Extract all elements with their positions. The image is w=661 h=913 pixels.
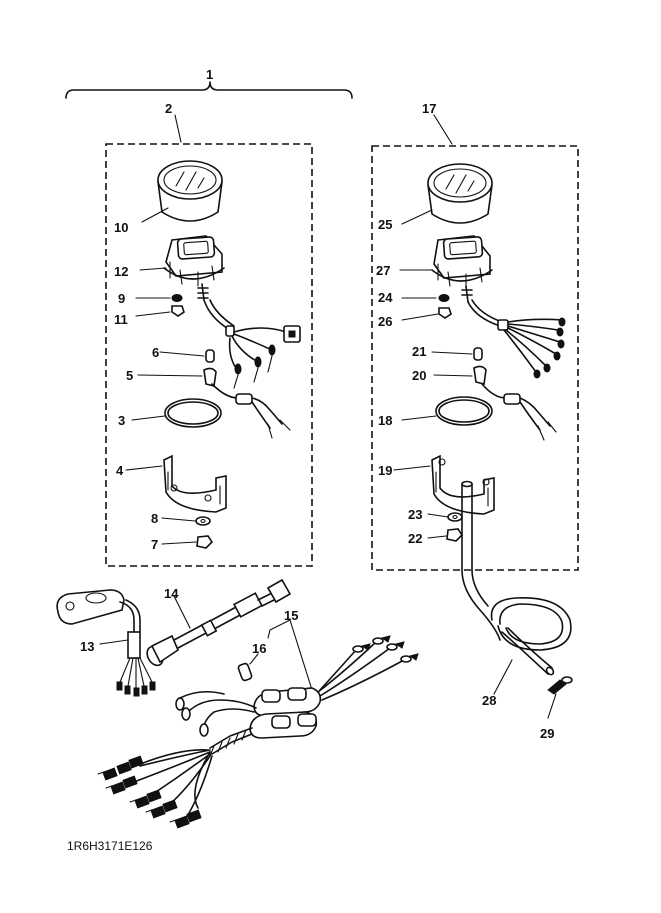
mount-bracket-right <box>393 454 495 515</box>
callout-18: 18 <box>378 413 392 428</box>
drawing-code: 1R6H3171E126 <box>67 839 153 853</box>
right-assembly-box <box>371 145 579 571</box>
switch-13 <box>56 589 156 697</box>
callout-1: 1 <box>206 67 213 82</box>
gauge-harness-left <box>203 299 301 389</box>
callout-16: 16 <box>252 641 266 656</box>
cap-right <box>431 347 483 361</box>
callout-14: 14 <box>164 586 179 601</box>
washer-lower-right <box>427 512 463 522</box>
sender-lead-left <box>137 367 291 439</box>
gauge-body-left <box>139 235 225 301</box>
callout-15: 15 <box>284 608 298 623</box>
callout-4: 4 <box>116 463 124 478</box>
callout-17: 17 <box>422 101 436 116</box>
callout-20: 20 <box>412 368 426 383</box>
mount-bracket-left <box>125 454 227 513</box>
nut-right <box>401 307 452 321</box>
washer-lower-left <box>161 516 211 526</box>
tube-28 <box>461 480 572 695</box>
nut-lower-right <box>427 528 464 542</box>
callout-7: 7 <box>151 537 158 552</box>
plug-16 <box>237 653 259 682</box>
callout-6: 6 <box>152 345 159 360</box>
callout-19: 19 <box>378 463 392 478</box>
callout-24: 24 <box>378 290 393 305</box>
assembly-bracket <box>65 81 353 99</box>
nut-lower-left <box>161 535 214 549</box>
washer-right <box>401 294 450 302</box>
callout-5: 5 <box>126 368 133 383</box>
callout-25: 25 <box>378 217 392 232</box>
callout-21: 21 <box>412 344 426 359</box>
gauge-harness-right <box>467 299 566 379</box>
callout-8: 8 <box>151 511 158 526</box>
gauge-cup-right <box>401 163 493 225</box>
sender-lead-right <box>433 365 557 441</box>
callout-27: 27 <box>376 263 390 278</box>
callout-2: 2 <box>165 101 172 116</box>
gauge-cup-left <box>141 160 223 223</box>
callout-11: 11 <box>114 312 128 327</box>
callout-9: 9 <box>118 291 125 306</box>
callout-10: 10 <box>114 220 128 235</box>
cap-left <box>159 349 215 363</box>
callout-28: 28 <box>482 693 496 708</box>
washer-left <box>135 294 183 302</box>
callout-23: 23 <box>408 507 422 522</box>
fitting-29 <box>547 676 573 719</box>
o-ring-left <box>131 398 222 428</box>
gauge-body-right <box>399 235 493 303</box>
callout-22: 22 <box>408 531 422 546</box>
callout-13: 13 <box>80 639 94 654</box>
main-harness-15 <box>97 619 419 829</box>
callout-29: 29 <box>540 726 554 741</box>
callout-3: 3 <box>118 413 125 428</box>
o-ring-right <box>401 396 493 426</box>
cable-14 <box>146 578 292 667</box>
nut-left <box>135 305 185 317</box>
left-assembly-box <box>105 143 313 567</box>
callout-12: 12 <box>114 264 128 279</box>
callout-26: 26 <box>378 314 392 329</box>
